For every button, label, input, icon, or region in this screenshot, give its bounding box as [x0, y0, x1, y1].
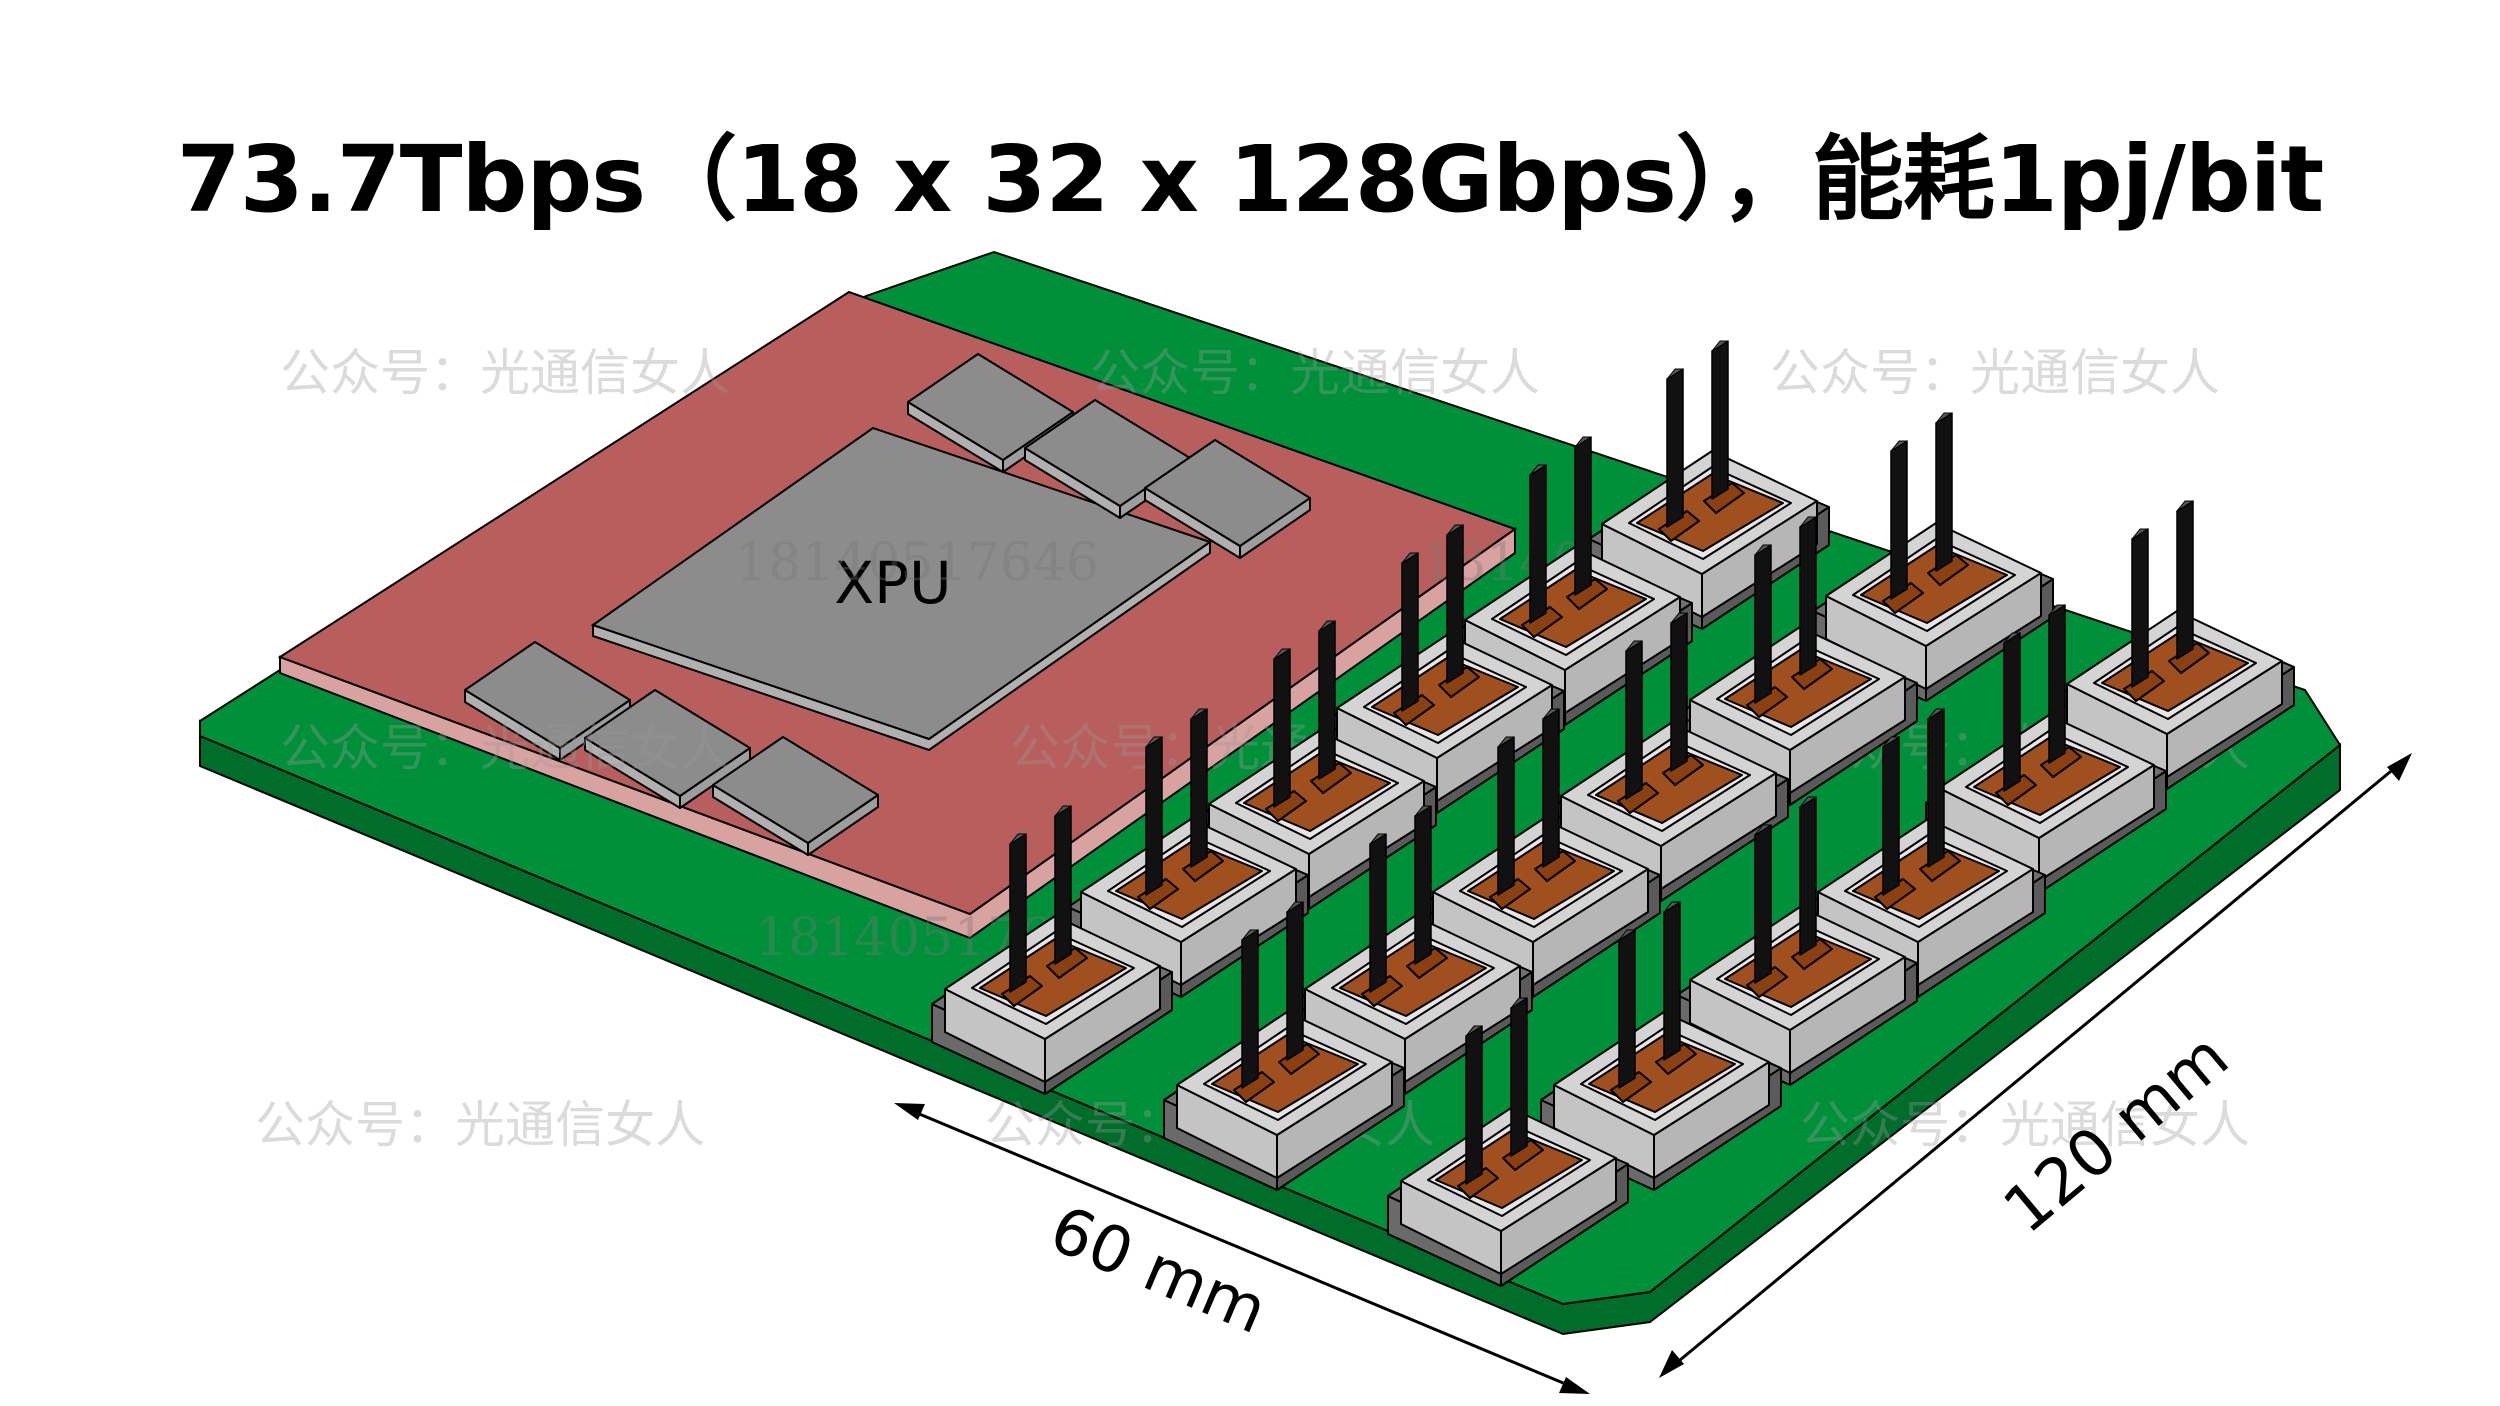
fiber-pins [1754, 544, 1772, 704]
optical-module [1540, 901, 1782, 1191]
fiber-pins [2131, 528, 2149, 688]
fiber-pins [1054, 805, 1072, 965]
fiber-pins [1369, 833, 1387, 993]
optical-module [931, 805, 1173, 1095]
fiber-pins [1670, 612, 1688, 772]
optical-module [1451, 436, 1693, 726]
fiber-pins [1574, 436, 1592, 596]
fiber-pins [1542, 708, 1560, 868]
memory-chip [1144, 439, 1311, 559]
optical-module [1925, 604, 2167, 894]
optical-module [1067, 708, 1309, 998]
optical-module [1812, 412, 2054, 702]
watermark-phone: 18140517646 [735, 533, 1099, 593]
fiber-pins [2048, 604, 2066, 764]
fiber-pins [1009, 833, 1027, 993]
memory-chips [464, 353, 1311, 856]
fiber-pins [1663, 901, 1681, 1061]
xpu-label: XPU [834, 549, 951, 617]
fiber-pins [1927, 708, 1945, 868]
fiber-pins [1618, 929, 1636, 1089]
optical-module [1676, 796, 1918, 1086]
fiber-pins [1935, 412, 1953, 572]
fiber-pins [2176, 500, 2194, 660]
fiber-pins [1145, 736, 1163, 896]
memory-chip [584, 689, 751, 809]
fiber-pins [1318, 620, 1336, 780]
optical-module [1163, 901, 1405, 1191]
xpu-chip: XPU [590, 426, 1213, 752]
fiber-pins [1241, 929, 1259, 1089]
watermark: 公众号：光通信女人 [255, 1096, 705, 1154]
fiber-pins [1882, 736, 1900, 896]
optical-module [1387, 997, 1629, 1287]
fiber-pins [1666, 368, 1684, 528]
fiber-pins [1465, 1025, 1483, 1185]
width-label: 60 mm [1040, 1192, 1277, 1349]
fiber-pins [1625, 640, 1643, 800]
optical-modules [931, 340, 2295, 1287]
fiber-pins [2003, 632, 2021, 792]
fiber-pins [1273, 648, 1291, 808]
fiber-pins [1799, 516, 1817, 676]
fiber-pins [1510, 997, 1528, 1157]
fiber-pins [1890, 440, 1908, 600]
fiber-pins [1286, 901, 1304, 1061]
fiber-pins [1711, 340, 1729, 500]
fiber-pins [1799, 796, 1817, 956]
fiber-pins [1754, 824, 1772, 984]
watermark: 公众号：光通信女人 [1090, 344, 1540, 402]
watermark: 公众号：光通信女人 [280, 719, 730, 777]
fiber-pins [1414, 805, 1432, 965]
fiber-pins [1190, 708, 1208, 868]
page-title: 73.7Tbps（18 x 32 x 128Gbps），能耗1pj/bit [176, 126, 2324, 233]
watermark: 公众号：光通信女人 [280, 344, 730, 402]
fiber-pins [1529, 464, 1547, 624]
fiber-pins [1497, 736, 1515, 896]
optical-module [1419, 708, 1661, 998]
fiber-pins [1446, 524, 1464, 684]
watermark: 公众号：光通信女人 [1770, 344, 2220, 402]
memory-chip [712, 736, 879, 856]
watermark: 公众号：光通信女人 [1800, 1096, 2250, 1154]
fiber-pins [1401, 552, 1419, 712]
